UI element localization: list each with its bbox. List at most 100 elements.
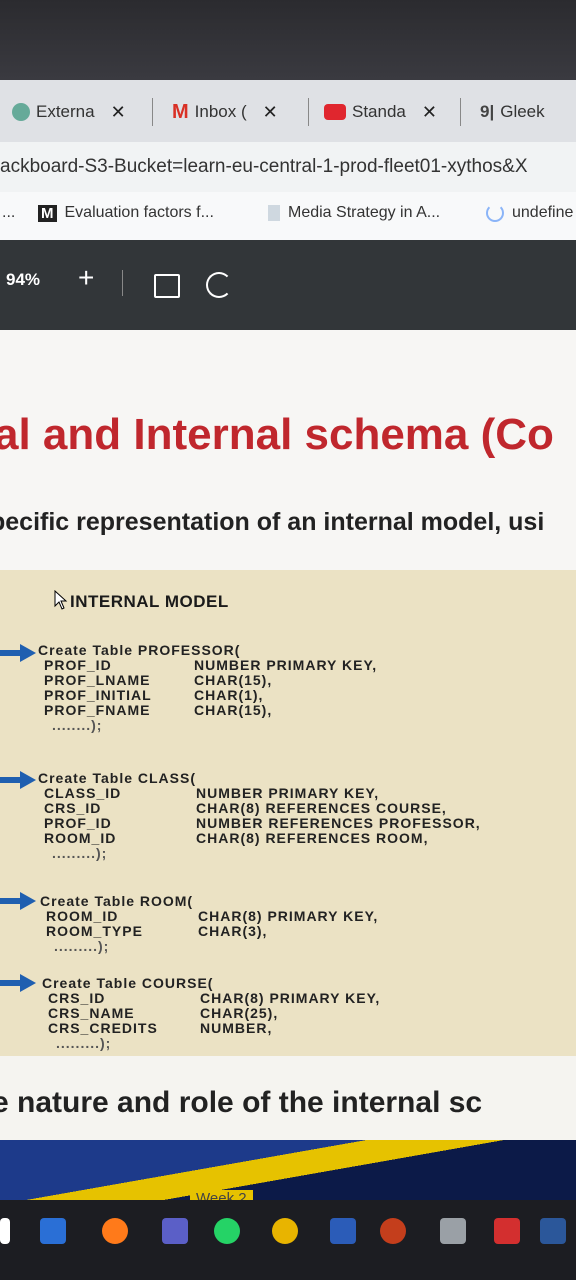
internal-model-panel: INTERNAL MODEL Create Table PROFESSOR( P… [0, 570, 576, 1056]
statement-header: Create Table PROFESSOR( [38, 642, 241, 658]
column-type: CHAR(15), [194, 702, 273, 718]
acrobat-icon[interactable] [494, 1218, 520, 1244]
statement-end: .........); [54, 938, 110, 954]
gleek-icon: 9| [480, 102, 495, 121]
taskbar [0, 1200, 576, 1280]
column-name: ROOM_ID [46, 908, 119, 924]
youtube-icon [324, 104, 346, 120]
bookmark-evaluation[interactable]: M Evaluation factors f... [38, 204, 214, 222]
arrow-icon [0, 644, 36, 662]
tab-gleek[interactable]: 9| Gleek [480, 92, 545, 132]
column-name: ROOM_TYPE [46, 923, 143, 939]
browser-tab-bar [0, 80, 576, 142]
word-doc-icon[interactable] [330, 1218, 356, 1244]
whatsapp-icon[interactable] [214, 1218, 240, 1244]
slide-title: al and Internal schema (Co [0, 410, 554, 460]
create-table-course: Create Table COURSE( CRS_ID CHAR(8) PRIMA… [42, 975, 380, 1051]
doc-icon [268, 205, 280, 221]
column-type: CHAR(15), [194, 672, 273, 688]
column-type: CHAR(8) REFERENCES COURSE, [196, 800, 447, 816]
column-type: NUMBER PRIMARY KEY, [196, 785, 380, 801]
column-type: NUMBER PRIMARY KEY, [194, 657, 378, 673]
column-name: CRS_CREDITS [48, 1020, 158, 1036]
bookmark-undefined[interactable]: undefine [486, 204, 573, 222]
column-type: NUMBER, [200, 1020, 273, 1036]
close-icon[interactable]: ✕ [262, 101, 278, 122]
fit-page-icon[interactable] [154, 274, 180, 298]
m-icon: M [38, 204, 57, 222]
tab-label: Inbox ( [194, 102, 247, 121]
column-name: PROF_ID [44, 657, 112, 673]
slide-subtitle: pecific representation of an internal mo… [0, 508, 545, 536]
zoom-in-button[interactable]: + [78, 262, 95, 293]
pdf-toolbar: 94% + [0, 240, 576, 330]
zoom-level: 94% [6, 270, 41, 289]
create-table-professor: Create Table PROFESSOR( PROF_ID NUMBER PR… [38, 642, 377, 733]
column-type: NUMBER REFERENCES PROFESSOR, [196, 815, 481, 831]
word-icon[interactable] [540, 1218, 566, 1244]
column-name: CRS_ID [48, 990, 106, 1006]
bookmark-label: undefine [512, 204, 574, 221]
create-table-room: Create Table ROOM( ROOM_ID CHAR(8) PRIMAR… [40, 893, 378, 954]
tab-label: Externa [36, 102, 95, 121]
close-icon[interactable]: ✕ [110, 101, 126, 122]
slide-footer-band [0, 1140, 576, 1200]
teams-icon[interactable] [162, 1218, 188, 1244]
tab-divider [152, 98, 153, 126]
arrow-icon [0, 892, 36, 910]
column-name: PROF_ID [44, 815, 112, 831]
mouse-cursor-icon [54, 590, 68, 610]
arrow-icon [0, 974, 36, 992]
column-name: PROF_INITIAL [44, 687, 152, 703]
tab-inbox[interactable]: M Inbox ( ✕ [172, 92, 278, 132]
monitor-bezel [0, 0, 576, 80]
url-text: ackboard-S3-Bucket=learn-eu-central-1-pr… [0, 156, 528, 177]
notes-icon[interactable] [440, 1218, 466, 1244]
chrome-icon[interactable] [272, 1218, 298, 1244]
statement-end: ........); [52, 717, 103, 733]
firefox-icon[interactable] [102, 1218, 128, 1244]
slide-bottom-text: e nature and role of the internal sc [0, 1086, 483, 1119]
bookmark-media-strategy[interactable]: Media Strategy in A... [268, 204, 440, 222]
bookmark-label: Evaluation factors f... [64, 204, 214, 221]
tab-external[interactable]: Externa ✕ [12, 92, 126, 132]
arrow-icon [0, 771, 36, 789]
column-name: CRS_NAME [48, 1005, 135, 1021]
column-type: CHAR(8) PRIMARY KEY, [198, 908, 379, 924]
address-bar[interactable]: ackboard-S3-Bucket=learn-eu-central-1-pr… [0, 142, 576, 192]
statement-header: Create Table COURSE( [42, 975, 214, 991]
column-name: ROOM_ID [44, 830, 117, 846]
bookmark-label: Media Strategy in A... [288, 204, 441, 221]
globe-icon [12, 103, 30, 121]
column-type: CHAR(25), [200, 1005, 279, 1021]
column-name: CLASS_ID [44, 785, 122, 801]
bookmark-overflow[interactable]: ... [2, 204, 15, 222]
column-type: CHAR(8) REFERENCES ROOM, [196, 830, 429, 846]
mail-icon[interactable] [40, 1218, 66, 1244]
column-type: CHAR(3), [198, 923, 268, 939]
column-name: CRS_ID [44, 800, 102, 816]
panel-heading: INTERNAL MODEL [70, 592, 229, 611]
statement-end: .........); [52, 845, 108, 861]
tab-label: Gleek [500, 102, 545, 121]
column-name: PROF_FNAME [44, 702, 151, 718]
start-icon[interactable] [0, 1218, 10, 1244]
column-name: PROF_LNAME [44, 672, 151, 688]
create-table-class: Create Table CLASS( CLASS_ID NUMBER PRIMA… [38, 770, 481, 861]
statement-header: Create Table ROOM( [40, 893, 194, 909]
rotate-icon[interactable] [206, 272, 232, 298]
tab-standard[interactable]: Standa ✕ [324, 92, 437, 132]
tab-divider [460, 98, 461, 126]
statement-header: Create Table CLASS( [38, 770, 196, 786]
column-type: CHAR(8) PRIMARY KEY, [200, 990, 381, 1006]
close-icon[interactable]: ✕ [421, 101, 437, 122]
statement-end: .........); [56, 1035, 112, 1051]
toolbar-divider [122, 270, 123, 296]
loading-icon [486, 204, 504, 222]
gmail-icon: M [172, 100, 189, 123]
column-type: CHAR(1), [194, 687, 264, 703]
tab-label: Standa [352, 102, 406, 121]
tab-divider [308, 98, 309, 126]
bookmark-label: ... [2, 204, 16, 221]
powerpoint-icon[interactable] [380, 1218, 406, 1244]
